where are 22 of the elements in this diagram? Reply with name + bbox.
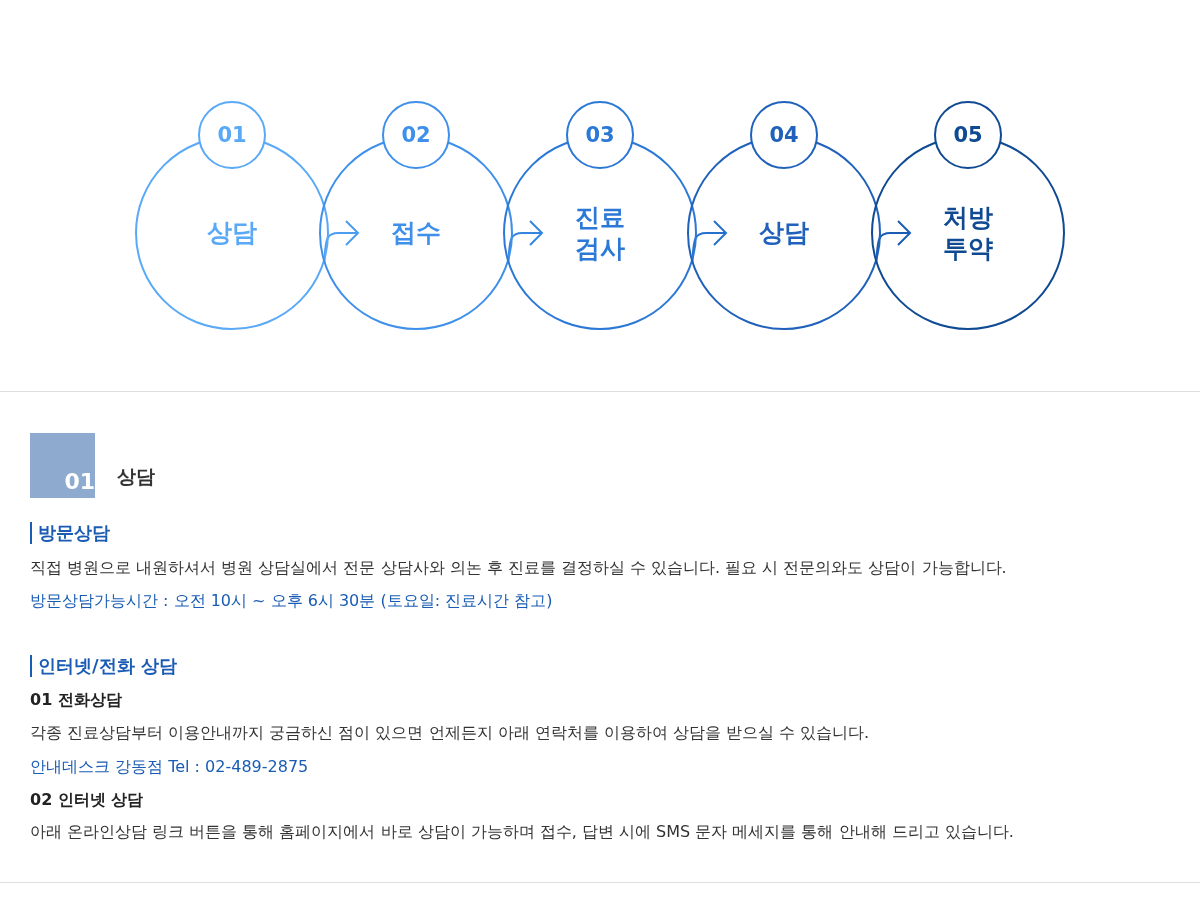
step-number-badge: 03 (566, 101, 634, 169)
step-label: 진료 검사 (575, 201, 625, 265)
item-heading: 01 전화상담 (30, 690, 122, 711)
paragraph: 각종 진료상담부터 이용안내까지 궁금하신 점이 있으면 언제든지 아래 연락처를 이용하여 상담을 받으실 수 있습니다. (30, 723, 870, 744)
step-number-badge: 02 (382, 101, 450, 169)
item-heading: 02 인터넷 상담 (30, 790, 144, 811)
paragraph: 아래 온라인상담 링크 버튼을 통해 홈페이지에서 바로 상담이 가능하며 접수, 답변 시에 SMS 문자 메세지를 통해 안내해 드리고 있습니다. (30, 822, 1014, 843)
step-number-badge: 05 (934, 101, 1002, 169)
step-label: 상담 (207, 217, 257, 249)
paragraph: 직접 병원으로 내원하셔서 병원 상담실에서 전문 상담사와 의논 후 진료를 결정하실 수 있습니다. 필요 시 전문의와도 상담이 가능합니다. (30, 558, 1007, 579)
step-number-badge: 01 (198, 101, 266, 169)
section-heading: 상담 (117, 464, 155, 489)
info-text: 안내데스크 강동점 Tel : 02-489-2875 (30, 757, 309, 778)
number-square (30, 433, 95, 498)
info-text: 방문상담가능시간 : 오전 10시 ~ 오후 6시 30분 (토요일: 진료시간 참고) (30, 591, 553, 612)
subheading: 인터넷/전화 상담 (30, 655, 177, 677)
step-label: 상담 (759, 217, 809, 249)
section-number: 01 (64, 469, 95, 494)
step-label: 접수 (391, 217, 441, 249)
subheading: 방문상담 (30, 522, 110, 544)
step-label: 처방 투약 (943, 201, 993, 265)
step-number-badge: 04 (750, 101, 818, 169)
